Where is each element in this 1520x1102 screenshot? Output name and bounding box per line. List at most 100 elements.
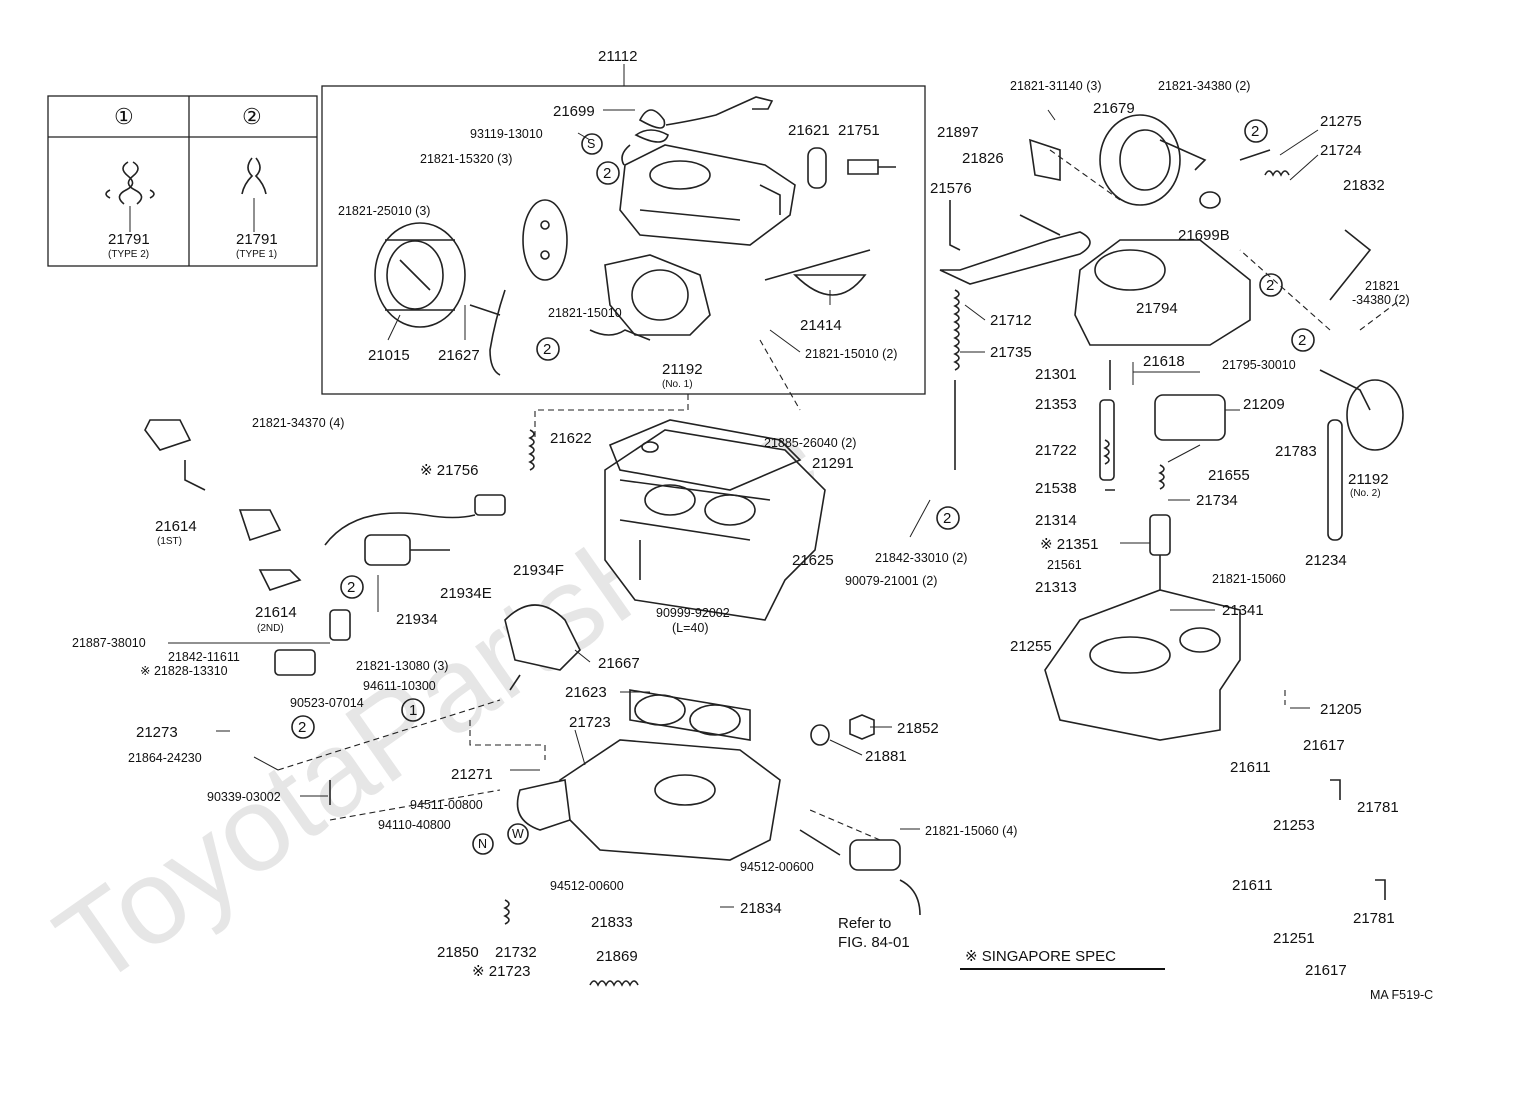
callout-markers: 2 2 S 2 2 2 2 2 2 1 N W: [291, 119, 1315, 855]
label-90999-92002: 90999-92002: [656, 606, 730, 620]
inset-type-1: (TYPE 2): [108, 249, 149, 260]
label-21275: 21275: [1320, 113, 1362, 130]
label-21251: 21251: [1273, 930, 1315, 947]
label-21885-26040: 21885-26040 (2): [764, 436, 856, 450]
label-21667: 21667: [598, 655, 640, 672]
singapore-spec-note: ※ SINGAPORE SPEC: [965, 948, 1116, 965]
svg-text:2: 2: [1266, 277, 1274, 294]
label-1st: (1ST): [157, 536, 182, 547]
float-bowl-body: [1044, 589, 1241, 741]
label-l40: (L=40): [672, 621, 708, 635]
label-21897: 21897: [937, 124, 979, 141]
label-21611: 21611: [1230, 759, 1271, 776]
label-21723: 21723: [569, 714, 611, 731]
label-21291: 21291: [812, 455, 854, 472]
label-21301: 21301: [1035, 366, 1077, 383]
inset-table: ① ② 21791 (TYPE 2) 21791 (TYPE 1): [47, 95, 318, 267]
label-21576: 21576: [930, 180, 972, 197]
label-21722: 21722: [1035, 442, 1077, 459]
label-90523-07014: 90523-07014: [290, 696, 364, 710]
label-21617: 21617: [1303, 737, 1345, 754]
svg-text:2: 2: [1251, 123, 1259, 140]
label-21341: 21341: [1222, 602, 1264, 619]
notes: Refer to FIG. 84-01 ※ SINGAPORE SPEC MA …: [838, 915, 1433, 1002]
label-21351: ※ 21351: [1040, 536, 1098, 553]
accelerator-pump: [504, 604, 581, 691]
choke-diaphragm: [1099, 114, 1221, 209]
choke-linkage-assembly: [939, 138, 1091, 285]
label-21795-30010: 21795-30010: [1222, 358, 1296, 372]
svg-text:2: 2: [298, 719, 306, 736]
label-21735: 21735: [990, 344, 1032, 361]
shaft-and-weight: [764, 147, 896, 296]
label-21724: 21724: [1320, 142, 1362, 159]
label-21255: 21255: [1010, 638, 1052, 655]
label-94512-00600: 94512-00600: [740, 860, 814, 874]
label-21614-2nd: 21614: [255, 604, 297, 621]
label-21614-1st: 21614: [155, 518, 197, 535]
main-body: [604, 429, 826, 621]
label-21864-24230: 21864-24230: [128, 751, 202, 765]
label-94611-10300: 94611-10300: [363, 679, 436, 693]
label-94512-00600-b: 94512-00600: [550, 879, 624, 893]
label-93119-13010: 93119-13010: [470, 127, 543, 141]
label-2nd: (2ND): [257, 623, 284, 634]
float-bowl-cover: [1074, 239, 1251, 346]
label-21192-no1: 21192: [662, 361, 703, 378]
label-21273: 21273: [136, 724, 178, 741]
label-21821-15010-2: 21821-15010 (2): [805, 347, 897, 361]
label-21234: 21234: [1305, 552, 1347, 569]
refer-note-line2: FIG. 84-01: [838, 934, 910, 951]
label-21887-38010: 21887-38010: [72, 636, 146, 650]
part-labels: 21112 21699 93119-13010 21621 21751 2182…: [72, 48, 1410, 980]
clip-type-1-icon: [241, 157, 267, 232]
label-21627: 21627: [438, 347, 480, 364]
label-21414: 21414: [800, 317, 842, 334]
label-21621: 21621: [788, 122, 830, 139]
label-21611-b: 21611: [1232, 877, 1273, 894]
label-21934E: 21934E: [440, 585, 492, 602]
label-34380: -34380 (2): [1352, 293, 1410, 307]
clip-type-2-icon: [105, 161, 155, 232]
inset-label-1: 21791: [108, 231, 150, 248]
inset-header-1: ①: [114, 104, 134, 129]
label-21209: 21209: [1243, 396, 1285, 413]
svg-text:S: S: [587, 137, 595, 151]
top-subassembly-frame: [321, 64, 926, 395]
label-21821-15060-4: 21821-15060 (4): [925, 824, 1017, 838]
label-21561: 21561: [1047, 558, 1082, 572]
label-94110-40800: 94110-40800: [378, 818, 451, 832]
svg-text:2: 2: [603, 165, 611, 182]
inset-label-2: 21791: [236, 231, 278, 248]
label-21625: 21625: [792, 552, 834, 569]
label-21192-no2: 21192: [1348, 471, 1389, 488]
svg-text:W: W: [512, 827, 524, 841]
label-21314: 21314: [1035, 512, 1077, 529]
label-21842-33010: 21842-33010 (2): [875, 551, 967, 565]
secondary-actuator: [589, 254, 711, 341]
label-21869: 21869: [596, 948, 638, 965]
label-21842-11611: 21842-11611: [168, 650, 240, 664]
label-21112: 21112: [598, 48, 638, 65]
label-21821-31140: 21821-31140 (3): [1010, 79, 1102, 93]
label-21934F: 21934F: [513, 562, 564, 579]
label-21828-13310: ※ 21828-13310: [140, 664, 228, 678]
label-21723-sg: ※ 21723: [472, 963, 530, 980]
diagram-code: MA F519-C: [1370, 988, 1433, 1002]
fast-idle-cam: [516, 714, 875, 831]
svg-text:N: N: [478, 837, 487, 851]
label-94511-00800: 94511-00800: [410, 798, 483, 812]
label-21538: 21538: [1035, 480, 1077, 497]
label-90079-21001: 90079-21001 (2): [845, 574, 937, 588]
label-21821-25010: 21821-25010 (3): [338, 204, 430, 218]
label-21679: 21679: [1093, 100, 1135, 117]
label-21934: 21934: [396, 611, 438, 628]
label-21881: 21881: [865, 748, 907, 765]
solenoid-valve: [324, 494, 506, 566]
power-piston-parts: [1099, 360, 1226, 600]
label-no1: (No. 1): [662, 379, 693, 390]
leader-lines: [168, 109, 1319, 908]
throttle-body: [559, 689, 781, 861]
label-21655: 21655: [1208, 467, 1250, 484]
label-21850: 21850: [437, 944, 479, 961]
